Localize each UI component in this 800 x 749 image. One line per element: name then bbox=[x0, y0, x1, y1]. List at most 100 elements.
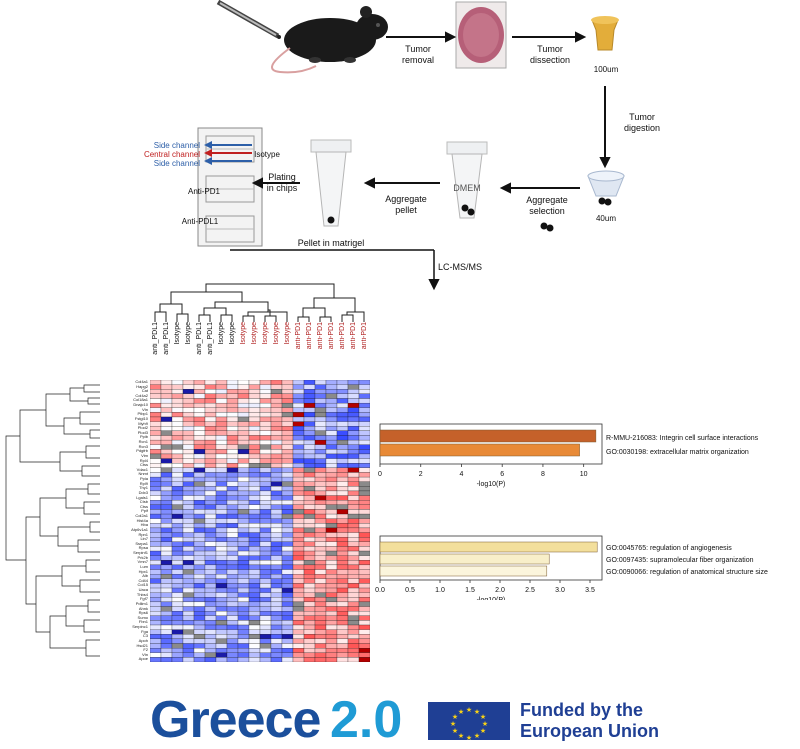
heatmap-cell bbox=[336, 569, 349, 575]
heatmap-cell bbox=[226, 467, 239, 473]
heatmap-cell bbox=[314, 467, 327, 473]
heatmap-cell bbox=[160, 421, 173, 427]
gene-label: Rpl4 bbox=[139, 457, 148, 463]
heatmap-cell bbox=[182, 550, 195, 556]
greece-logo-number: 2.0 bbox=[330, 691, 403, 749]
heatmap-cell bbox=[270, 634, 283, 640]
heatmap-cell bbox=[248, 481, 261, 487]
heatmap-cell bbox=[292, 555, 305, 561]
heatmap-cell bbox=[281, 421, 294, 427]
heatmap-cell bbox=[226, 500, 239, 505]
heatmap-cell bbox=[193, 564, 206, 570]
eu-funding-line1: Funded by the bbox=[520, 700, 643, 720]
heatmap-cell bbox=[303, 560, 316, 566]
heatmap-cell bbox=[204, 439, 217, 445]
heatmap-cell bbox=[150, 490, 162, 496]
heatmap-cell bbox=[160, 426, 173, 431]
heatmap-cell bbox=[215, 449, 228, 455]
gene-label: Col4a2 bbox=[135, 392, 148, 398]
heatmap-cell bbox=[248, 467, 261, 473]
heatmap-cell bbox=[204, 634, 217, 640]
heatmap-cell bbox=[303, 449, 316, 455]
heatmap-cell bbox=[336, 389, 349, 394]
gene-label: Pdlim1 bbox=[135, 600, 148, 606]
heatmap-cell bbox=[292, 569, 305, 575]
heatmap-cell bbox=[160, 407, 173, 413]
heatmap-cell bbox=[259, 398, 272, 404]
heatmap-cell bbox=[259, 587, 272, 593]
tick-label: 2 bbox=[419, 471, 423, 478]
gene-label: Col4a1 bbox=[135, 379, 148, 384]
heatmap-cell bbox=[325, 389, 338, 394]
heatmap-cell bbox=[160, 504, 173, 510]
heatmap-cell bbox=[281, 495, 294, 501]
heatmap-cell bbox=[358, 421, 370, 427]
heatmap-cell bbox=[336, 638, 349, 644]
heatmap-cell bbox=[248, 564, 261, 570]
heatmap-cell bbox=[237, 527, 250, 533]
heatmap-cell bbox=[336, 537, 349, 542]
heatmap-cell bbox=[303, 578, 316, 584]
heatmap-cell bbox=[150, 444, 162, 450]
heatmap-cell bbox=[171, 407, 184, 413]
heatmap-cell bbox=[314, 611, 327, 616]
heatmap-cell bbox=[237, 509, 250, 515]
heatmap-cell bbox=[259, 421, 272, 427]
heatmap-cell bbox=[358, 513, 370, 519]
heatmap-cell bbox=[259, 611, 272, 616]
gene-label: Thbs4 bbox=[136, 591, 148, 597]
heatmap-cell bbox=[270, 439, 283, 445]
heatmap-cell bbox=[160, 652, 173, 658]
heatmap-cell bbox=[347, 523, 360, 529]
heatmap-cell bbox=[292, 564, 305, 570]
heatmap-cell bbox=[204, 601, 217, 607]
heatmap-cell bbox=[193, 453, 206, 459]
heatmap-cell bbox=[204, 467, 217, 473]
size-100-label: 100um bbox=[593, 65, 619, 74]
heatmap-cell bbox=[171, 578, 184, 584]
heatmap-cell bbox=[292, 407, 305, 413]
heatmap-cell bbox=[237, 606, 250, 612]
heatmap-cell bbox=[182, 453, 195, 459]
heatmap-cell bbox=[160, 578, 173, 584]
heatmap-cell bbox=[259, 601, 272, 607]
heatmap-cell bbox=[336, 587, 349, 593]
gene-label: Fstgl10 bbox=[134, 415, 148, 421]
heatmap-cell bbox=[226, 463, 239, 468]
heatmap-cell bbox=[303, 444, 316, 450]
heatmap-cell bbox=[358, 444, 370, 450]
heatmap-cell bbox=[204, 583, 217, 589]
heatmap-cell bbox=[336, 624, 349, 630]
heatmap-cell bbox=[259, 495, 272, 501]
svg-text:★: ★ bbox=[458, 732, 464, 740]
heatmap-cell bbox=[314, 513, 327, 519]
heatmap-cell bbox=[182, 518, 195, 524]
heatmap-cell bbox=[270, 546, 283, 552]
heatmap-cell bbox=[270, 481, 283, 487]
gene-label: Ppia bbox=[139, 476, 148, 482]
heatmap-cell bbox=[314, 486, 327, 492]
heatmap-cell bbox=[237, 541, 250, 547]
heatmap-cell bbox=[270, 537, 283, 542]
heatmap-cell bbox=[303, 657, 316, 662]
gene-label: Fgf7 bbox=[139, 596, 148, 602]
heatmap-cell bbox=[270, 393, 283, 399]
heatmap-cell bbox=[314, 629, 327, 635]
heatmap-cell bbox=[259, 435, 272, 441]
heatmap-cell bbox=[259, 490, 272, 496]
heatmap-cell bbox=[237, 513, 250, 519]
eu-funding-text: Funded by the European Union bbox=[520, 700, 659, 742]
heatmap-cell bbox=[314, 449, 327, 455]
heatmap-cell bbox=[347, 620, 360, 626]
column-label: Isotype bbox=[228, 322, 236, 345]
heatmap-cell bbox=[347, 555, 360, 561]
heatmap-cell bbox=[303, 569, 316, 575]
heatmap-cell bbox=[237, 592, 250, 598]
heatmap-cell bbox=[215, 412, 228, 418]
heatmap-cell bbox=[347, 444, 360, 450]
heatmap-cell bbox=[237, 537, 250, 542]
heatmap-cell bbox=[259, 606, 272, 612]
heatmap-cell bbox=[226, 402, 239, 408]
heatmap-cell bbox=[292, 384, 305, 390]
heatmap-cell bbox=[226, 523, 239, 529]
